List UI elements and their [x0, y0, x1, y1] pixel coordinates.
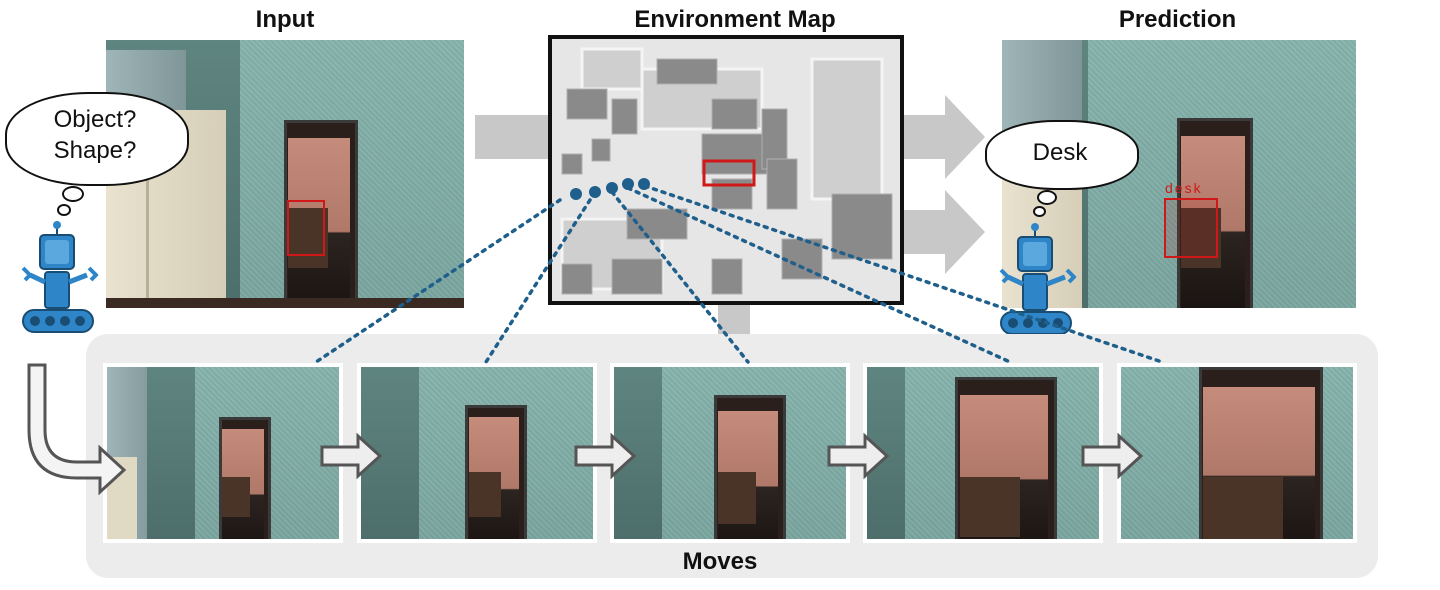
input-heading: Input — [255, 6, 315, 33]
input-bbox — [287, 200, 325, 256]
right-arrow-icon-4 — [1081, 432, 1144, 480]
path-dot-2 — [589, 186, 601, 198]
path-line-3 — [610, 190, 750, 364]
prediction-bbox — [1164, 198, 1218, 258]
right-arrow-icon-2 — [574, 432, 637, 480]
path-line-4 — [626, 186, 1012, 364]
input-thought-cloud — [5, 92, 189, 186]
move-frame-4 — [863, 363, 1103, 543]
bent-arrow-icon — [27, 363, 127, 496]
prediction-bubble-small — [1033, 206, 1046, 217]
prediction-thought-text: Desk — [1032, 139, 1088, 166]
prediction-bubble-large — [1037, 190, 1057, 205]
moves-heading: Moves — [682, 548, 758, 575]
prediction-thought-cloud — [985, 120, 1139, 190]
move-frame-3 — [610, 363, 850, 543]
move-frame-1 — [103, 363, 343, 543]
path-dot-1 — [570, 188, 582, 200]
right-arrow-icon-3 — [827, 432, 890, 480]
prediction-box-label: desk — [1165, 180, 1203, 196]
robot-icon-left — [21, 221, 99, 333]
path-line-5 — [643, 184, 1164, 364]
prediction-heading: Prediction — [1118, 6, 1237, 33]
path-dot-4 — [622, 178, 634, 190]
thought-bubble-small — [57, 204, 71, 216]
environment-map-heading: Environment Map — [634, 6, 836, 33]
map-target-bbox — [702, 159, 756, 187]
move-frame-5 — [1117, 363, 1357, 543]
input-thought-line1: Object? — [53, 106, 137, 133]
thought-bubble-large — [62, 186, 84, 202]
environment-map — [548, 35, 904, 305]
right-arrow-icon-1 — [320, 432, 383, 480]
input-thought-line2: Shape? — [53, 137, 137, 164]
path-dot-5 — [638, 178, 650, 190]
path-line-1 — [314, 198, 562, 364]
path-line-2 — [484, 198, 592, 364]
path-dot-3 — [606, 182, 618, 194]
